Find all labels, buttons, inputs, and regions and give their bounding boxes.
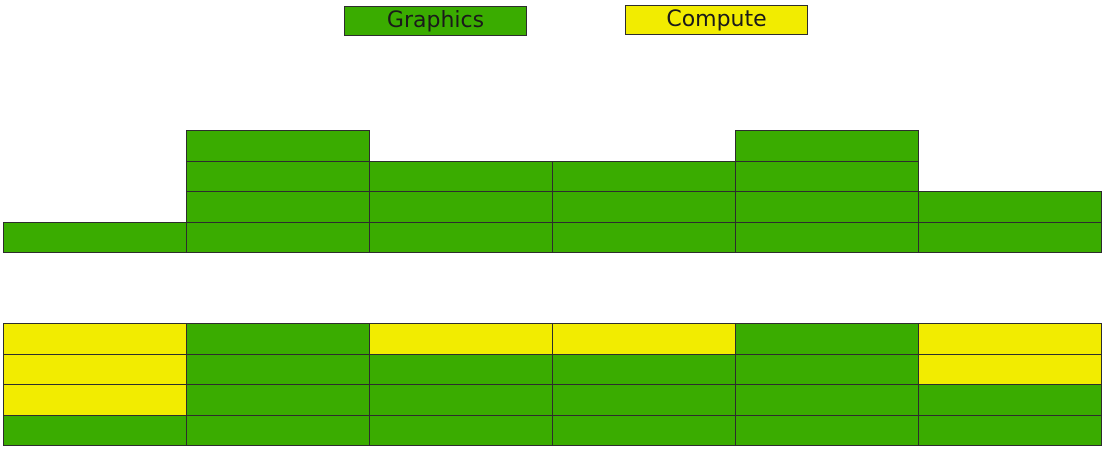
bottom-block-c5-r1-graphics xyxy=(735,414,919,446)
bottom-block-c5-r3-graphics xyxy=(735,353,919,385)
top-block-c5-r4-graphics xyxy=(735,130,919,162)
bottom-block-c2-r3-graphics xyxy=(186,353,370,385)
legend-graphics: Graphics xyxy=(344,6,527,36)
top-block-c6-r2-graphics xyxy=(918,191,1102,223)
top-block-c5-r3-graphics xyxy=(735,160,919,192)
top-block-c4-r2-graphics xyxy=(552,191,736,223)
top-block-c4-r3-graphics xyxy=(552,160,736,192)
top-block-c2-r3-graphics xyxy=(186,160,370,192)
top-block-c2-r1-graphics xyxy=(186,221,370,253)
bottom-block-c6-r4-compute xyxy=(918,323,1102,355)
bottom-block-c6-r2-graphics xyxy=(918,384,1102,416)
bottom-block-c1-r3-compute xyxy=(3,353,187,385)
bottom-block-c6-r1-graphics xyxy=(918,414,1102,446)
top-block-c3-r3-graphics xyxy=(369,160,553,192)
bottom-block-c5-r2-graphics xyxy=(735,384,919,416)
legend-graphics-label: Graphics xyxy=(386,8,485,33)
legend-compute-label: Compute xyxy=(666,7,767,32)
top-block-c3-r1-graphics xyxy=(369,221,553,253)
bottom-block-c6-r3-compute xyxy=(918,353,1102,385)
bottom-block-c1-r4-compute xyxy=(3,323,187,355)
bottom-block-c4-r1-graphics xyxy=(552,414,736,446)
top-block-c4-r1-graphics xyxy=(552,221,736,253)
top-block-c6-r1-graphics xyxy=(918,221,1102,253)
top-block-c2-r2-graphics xyxy=(186,191,370,223)
bottom-block-c1-r1-graphics xyxy=(3,414,187,446)
bottom-block-c3-r4-compute xyxy=(369,323,553,355)
top-block-c3-r2-graphics xyxy=(369,191,553,223)
bottom-block-c3-r1-graphics xyxy=(369,414,553,446)
bottom-block-c2-r2-graphics xyxy=(186,384,370,416)
top-block-c5-r2-graphics xyxy=(735,191,919,223)
bottom-block-c3-r3-graphics xyxy=(369,353,553,385)
legend-compute: Compute xyxy=(625,5,808,35)
top-block-c1-r1-graphics xyxy=(3,221,187,253)
bottom-block-c1-r2-compute xyxy=(3,384,187,416)
top-block-c5-r1-graphics xyxy=(735,221,919,253)
top-block-c2-r4-graphics xyxy=(186,130,370,162)
bottom-block-c4-r3-graphics xyxy=(552,353,736,385)
bottom-block-c3-r2-graphics xyxy=(369,384,553,416)
bottom-block-c4-r4-compute xyxy=(552,323,736,355)
bottom-block-c2-r1-graphics xyxy=(186,414,370,446)
bottom-block-c4-r2-graphics xyxy=(552,384,736,416)
bottom-block-c5-r4-graphics xyxy=(735,323,919,355)
bottom-block-c2-r4-graphics xyxy=(186,323,370,355)
